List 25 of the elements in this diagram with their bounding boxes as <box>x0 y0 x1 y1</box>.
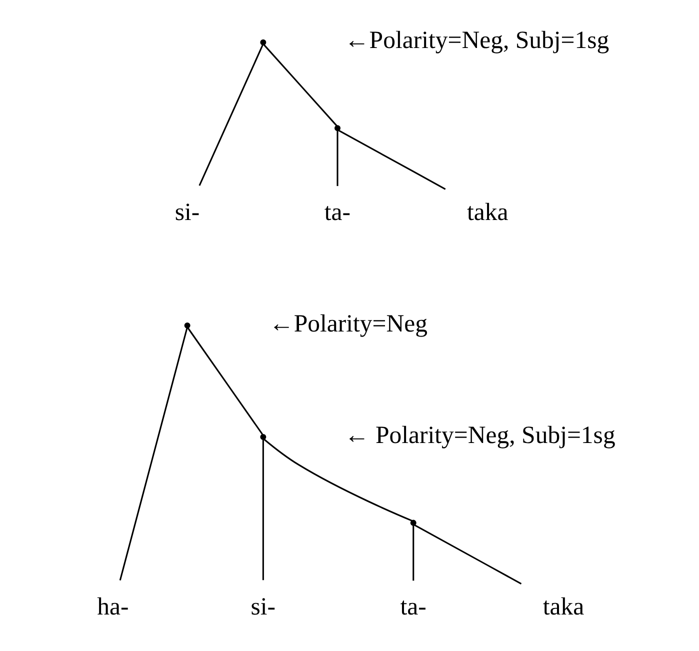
connector <box>338 130 446 190</box>
node-point <box>334 125 340 132</box>
connector <box>414 524 522 584</box>
node-text: ta- <box>400 594 426 621</box>
node-label: ←Polarity=Neg, Subj=1sg <box>344 27 610 54</box>
node-point <box>410 520 416 526</box>
connector <box>263 44 338 126</box>
connector <box>262 440 264 580</box>
node-label: ←Polarity=Neg <box>269 310 428 338</box>
connector <box>187 327 264 435</box>
connector <box>336 130 338 186</box>
connector <box>412 525 414 581</box>
node-point <box>260 39 266 46</box>
connector <box>264 438 412 522</box>
node-text: si- <box>250 594 276 621</box>
node-text: ha- <box>97 594 129 621</box>
connector <box>119 328 188 581</box>
node-text: taka <box>542 594 584 621</box>
node-point <box>184 322 190 328</box>
node-label: ← Polarity=Neg, Subj=1sg <box>344 422 616 449</box>
connector <box>198 44 264 186</box>
node-text: si- <box>174 198 200 226</box>
node-point <box>260 434 266 440</box>
node-text: taka <box>467 198 508 226</box>
node-text: ta- <box>324 198 351 226</box>
